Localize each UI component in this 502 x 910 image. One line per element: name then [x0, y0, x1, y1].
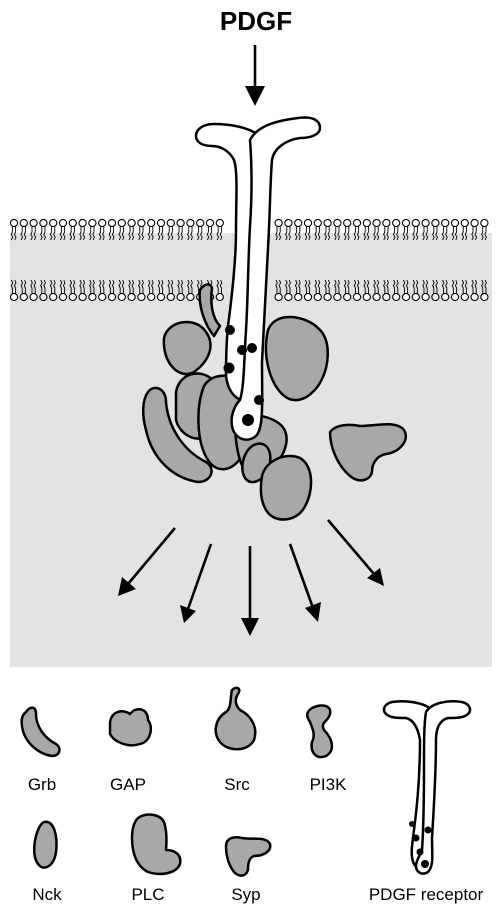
legend-item-gap: GAP [110, 709, 151, 794]
legend-item-plc: PLC [131, 815, 180, 904]
legend-label-src: Src [224, 775, 250, 794]
legend-item-grb: Grb [22, 708, 60, 794]
legend: Grb GAP Src PI3K Nck PLC Syp [22, 688, 484, 904]
legend-item-syp: Syp [226, 837, 270, 904]
plc-icon [132, 815, 180, 874]
legend-item-pdgf-receptor: PDGF receptor [369, 701, 484, 904]
grb-icon [22, 708, 60, 756]
legend-label-grb: Grb [28, 775, 56, 794]
phosphotyrosine-dot [242, 414, 254, 426]
pi3k-icon [307, 706, 332, 758]
phosphotyrosine-dot [225, 325, 235, 335]
ligand-arrow [245, 45, 265, 106]
pdgf-title: PDGF [220, 6, 292, 36]
legend-label-pi3k: PI3K [310, 775, 348, 794]
legend-label-plc: PLC [131, 885, 164, 904]
src-icon [216, 688, 255, 749]
phosphotyrosine-dot [247, 343, 257, 353]
legend-item-src: Src [216, 688, 255, 794]
phosphotyrosine-dot [224, 363, 235, 374]
pdgf-receptor-icon [384, 701, 470, 873]
legend-item-pi3k: PI3K [307, 706, 347, 794]
legend-item-nck: Nck [32, 822, 62, 904]
legend-label-pdgf-receptor: PDGF receptor [369, 885, 484, 904]
nck-icon [34, 822, 56, 868]
phosphotyrosine-dot [237, 345, 247, 355]
phosphotyrosine-dot [254, 395, 264, 405]
gap-icon [110, 709, 151, 745]
legend-label-nck: Nck [32, 885, 62, 904]
legend-label-syp: Syp [231, 885, 260, 904]
syp-icon [226, 837, 270, 875]
legend-label-gap: GAP [110, 775, 146, 794]
